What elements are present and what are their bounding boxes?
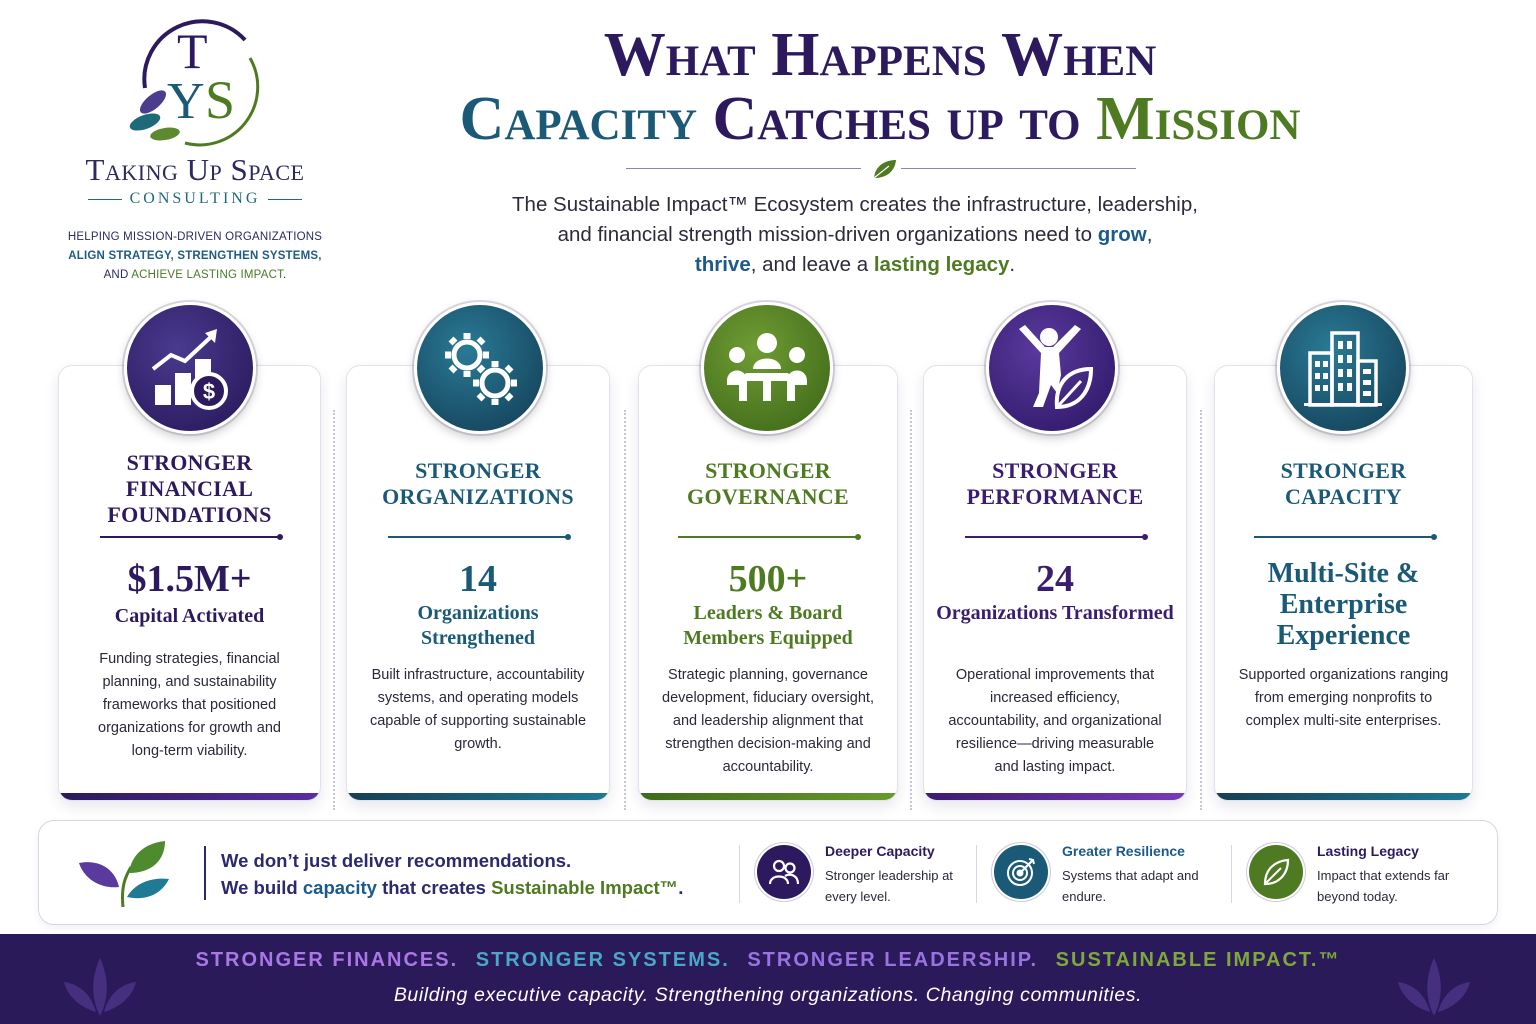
target-icon	[994, 845, 1048, 899]
card-divider	[99, 534, 283, 540]
card-description: Built infrastructure, accountability sys…	[369, 667, 587, 752]
card-stat: $1.5M+	[127, 558, 252, 600]
feature-title: Greater Resilience	[1062, 843, 1185, 859]
card-governance: STRONGER GOVERNANCE 500+ Leaders & Board…	[638, 365, 898, 801]
feature-description: Systems that adapt and endure.	[1062, 868, 1199, 904]
card-separator	[1200, 410, 1202, 810]
card-divider	[678, 534, 861, 540]
card-divider	[388, 534, 571, 540]
tagline-impact: SUSTAINABLE IMPACT.™	[1055, 949, 1341, 971]
sprout-leaves-icon	[79, 841, 169, 908]
value-proposition-band: We don’t just deliver recommendations. W…	[38, 820, 1498, 925]
tys-monogram-icon: T Y S	[129, 19, 260, 147]
leaf-icon	[873, 160, 896, 179]
title-divider	[626, 158, 1136, 180]
card-capacity: STRONGER CAPACITY Multi-Site & Enterpris…	[1214, 365, 1473, 801]
card-description: Operational improvements that increased …	[948, 667, 1162, 775]
card-stat: 500+	[728, 558, 808, 600]
card-separator	[333, 410, 335, 810]
leaf-decoration-icon	[64, 958, 136, 1016]
value-statement: We don’t just deliver recommendations. W…	[221, 850, 684, 898]
svg-text:S: S	[205, 70, 235, 130]
svg-text:T: T	[177, 23, 208, 79]
gears-icon	[414, 302, 546, 434]
svg-text:$: $	[203, 379, 215, 404]
card-organizations: STRONGER ORGANIZATIONS 14 Organizations …	[346, 365, 610, 801]
tagline-line-3: AND ACHIEVE LASTING IMPACT.	[103, 269, 287, 281]
card-stat-label: Capital Activated	[114, 605, 265, 627]
card-financial-foundations: STRONGER FINANCIAL FOUNDATIONS $1.5M+ Ca…	[58, 365, 321, 801]
company-tagline: HELPING MISSION-DRIVEN ORGANIZATIONS ALI…	[40, 228, 350, 285]
people-icon	[757, 845, 811, 899]
card-title: STRONGER CAPACITY	[1280, 458, 1407, 509]
card-title: STRONGER ORGANIZATIONS	[382, 458, 574, 509]
intro-paragraph: The Sustainable Impact™ Ecosystem create…	[512, 193, 1198, 276]
card-title: STRONGER GOVERNANCE	[687, 458, 849, 509]
footer-banner: STRONGER FINANCES. STRONGER SYSTEMS. STR…	[0, 934, 1536, 1024]
buildings-icon	[1277, 302, 1409, 434]
card-stat-label: Organizations Strengthened	[417, 602, 539, 649]
feature-description: Impact that extends far beyond today.	[1317, 868, 1450, 904]
card-separator	[624, 410, 626, 810]
leaf-icon	[1249, 845, 1303, 899]
svg-text:Y: Y	[167, 73, 205, 130]
tagline-systems: STRONGER SYSTEMS.	[475, 949, 730, 971]
card-description: Strategic planning, governance developme…	[662, 667, 874, 775]
card-title: STRONGER PERFORMANCE	[966, 458, 1144, 509]
card-description: Supported organizations ranging from eme…	[1238, 667, 1449, 729]
card-description: Funding strategies, financial planning, …	[98, 651, 281, 759]
card-stat: Multi-Site & Enterprise Experience	[1267, 558, 1420, 651]
card-divider	[965, 534, 1148, 540]
card-stat-label: Leaders & Board Members Equipped	[683, 602, 853, 649]
board-meeting-icon	[701, 302, 833, 434]
title-line-2: Capacity Catches up to Mission	[459, 85, 1301, 153]
tagline-finances: STRONGER FINANCES.	[195, 949, 459, 971]
footer-subtitle: Building executive capacity. Strengtheni…	[393, 984, 1143, 1006]
leaf-decoration-icon	[1398, 958, 1470, 1016]
footer-taglines: STRONGER FINANCES. STRONGER SYSTEMS. STR…	[0, 949, 1536, 972]
card-stat: 24	[1036, 558, 1074, 600]
person-leaf-icon	[986, 302, 1118, 434]
tagline-line-2: ALIGN STRATEGY, STRENGTHEN SYSTEMS,	[68, 250, 322, 262]
feature-title: Deeper Capacity	[825, 843, 935, 859]
card-performance: STRONGER PERFORMANCE 24 Organizations Tr…	[923, 365, 1187, 801]
company-logo: T Y S Taking Up Space CONSULTING HELPING…	[40, 18, 350, 285]
card-title: STRONGER FINANCIAL FOUNDATIONS	[107, 450, 272, 527]
tagline-line-1: HELPING MISSION-DRIVEN ORGANIZATIONS	[67, 231, 323, 243]
growth-chart-dollar-icon: $	[124, 302, 256, 434]
card-stat: 14	[459, 558, 497, 600]
divider	[204, 846, 206, 900]
title-line-1: What Happens When	[603, 21, 1157, 89]
card-stat-label: Organizations Transformed	[936, 602, 1174, 624]
tagline-leadership: STRONGER LEADERSHIP.	[747, 949, 1039, 971]
feature-description: Stronger leadership at every level.	[825, 868, 953, 904]
card-divider	[1253, 534, 1437, 540]
feature-title: Lasting Legacy	[1317, 843, 1419, 859]
company-subtitle: CONSULTING	[129, 190, 261, 207]
divider	[87, 198, 122, 200]
page-title: What Happens When Capacity Catches up to…	[380, 24, 1380, 152]
company-name: Taking Up Space	[85, 152, 305, 187]
divider	[268, 198, 303, 200]
card-separator	[910, 410, 912, 810]
